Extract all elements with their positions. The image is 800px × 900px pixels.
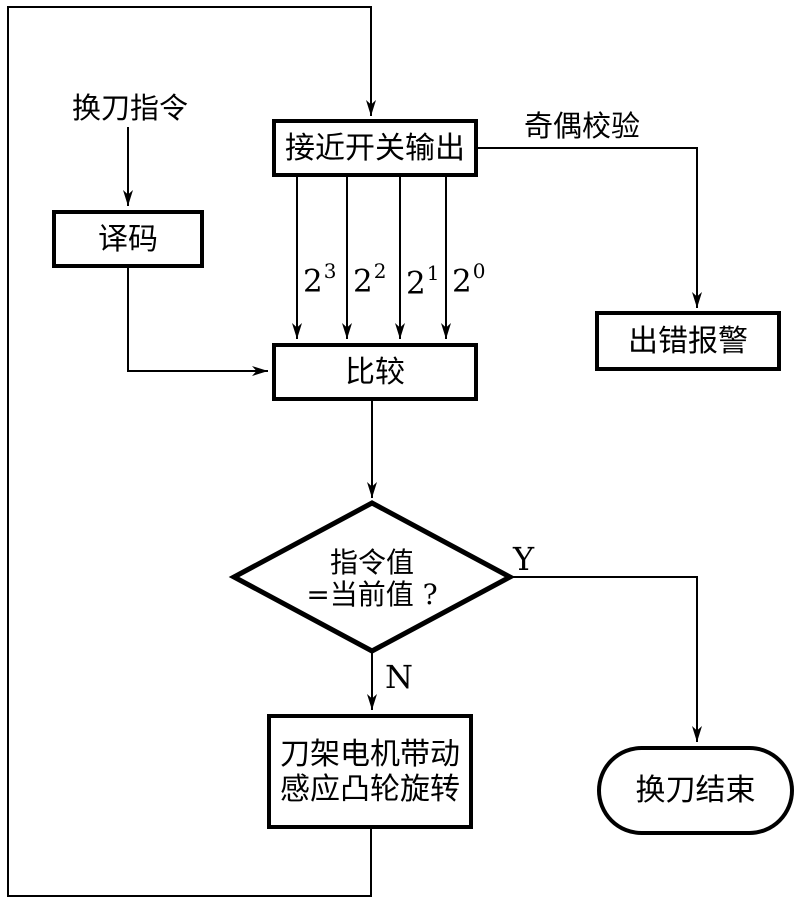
parity-check-label: 奇偶校验: [523, 109, 640, 143]
tool-change-command-label: 换刀指令: [71, 91, 188, 125]
branch-no-label: N: [385, 658, 413, 696]
bit3-exponent: 3: [323, 259, 337, 283]
node-error-alarm-label: 出错报警: [628, 323, 748, 359]
decision-line1: 指令值: [329, 546, 414, 579]
bit2-base: 2: [353, 263, 373, 300]
node-motor-rotate-label: 刀架电机带动 感应凸轮旋转: [280, 737, 460, 807]
node-decode: 译码: [52, 210, 204, 268]
decision-diamond-shape: [228, 500, 516, 654]
node-tool-change-end-label: 换刀结束: [635, 773, 756, 808]
node-decision-text: 指令值 =当前值 ?: [272, 547, 472, 611]
motor-line1: 刀架电机带动: [280, 736, 460, 772]
bit0-base: 2: [452, 263, 472, 300]
bit2-exponent: 2: [373, 259, 387, 283]
decision-yes-connector: [510, 576, 702, 742]
bit3-base: 2: [303, 263, 323, 300]
node-compare: 比较: [272, 343, 478, 401]
bit3-label: 23: [303, 258, 337, 300]
node-decode-label: 译码: [98, 221, 158, 257]
node-tool-change-end: 换刀结束: [597, 746, 794, 835]
feedback-loop-connector: [7, 6, 376, 897]
bit1-label: 21: [406, 260, 440, 302]
bit0-exponent: 0: [472, 259, 486, 283]
bit0-label: 20: [452, 258, 486, 300]
node-compare-label: 比较: [345, 354, 405, 390]
node-proximity-switch-output: 接近开关输出: [272, 119, 478, 177]
node-proximity-switch-output-label: 接近开关输出: [285, 130, 465, 166]
node-motor-rotate: 刀架电机带动 感应凸轮旋转: [267, 714, 473, 829]
bit2-label: 22: [353, 258, 387, 300]
node-error-alarm: 出错报警: [595, 311, 781, 371]
decode-to-compare-connector: [127, 268, 268, 376]
decision-line2: =当前值 ?: [306, 578, 438, 611]
bit1-exponent: 1: [426, 261, 440, 285]
proximity-to-error-connector: [478, 147, 702, 308]
bit1-base: 2: [406, 265, 426, 302]
branch-yes-label: Y: [513, 540, 535, 578]
motor-line2: 感应凸轮旋转: [280, 771, 460, 807]
